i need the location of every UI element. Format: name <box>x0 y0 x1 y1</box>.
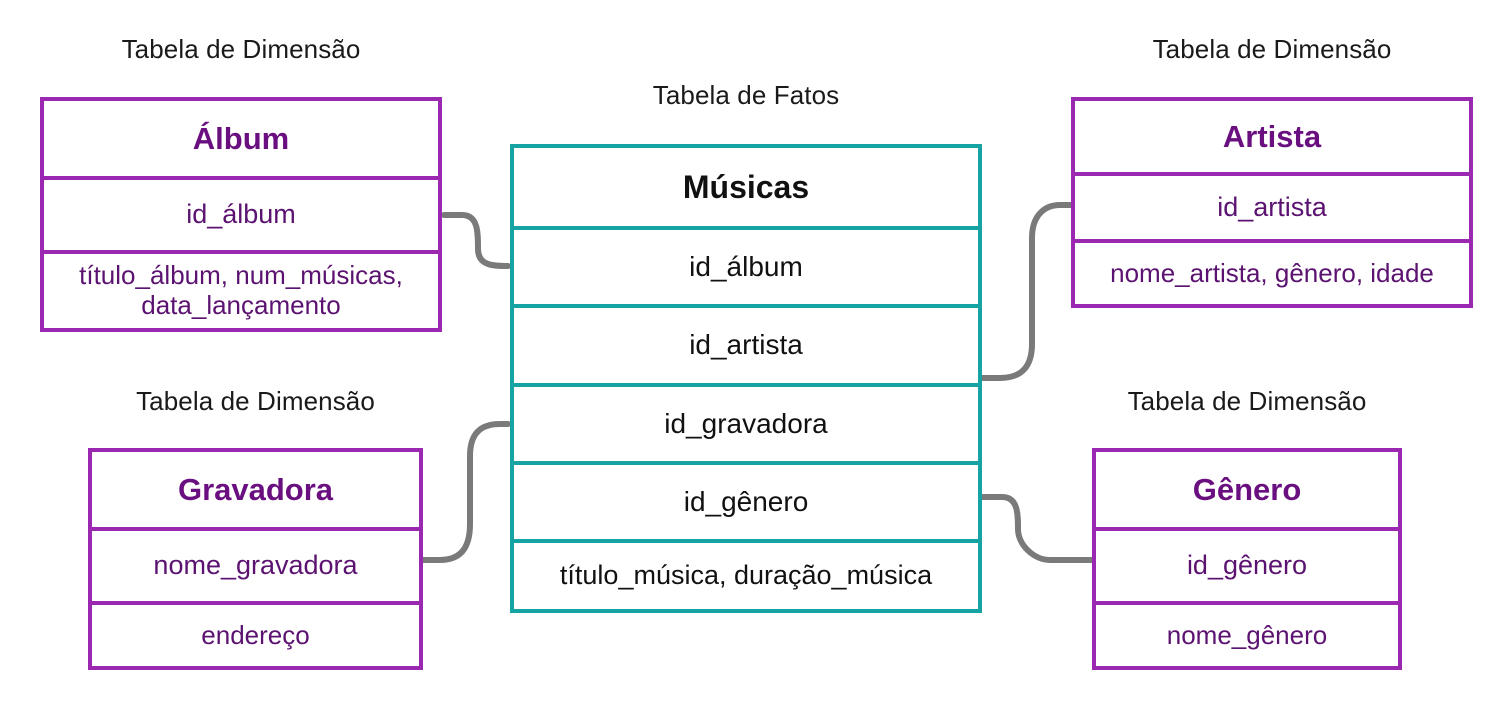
table-genero-attributes: nome_gênero <box>1096 601 1398 666</box>
caption-fact: Tabela de Fatos <box>652 80 840 110</box>
caption-artista: Tabela de Dimensão <box>1152 34 1392 64</box>
table-genero-title: Gênero <box>1192 471 1302 507</box>
caption-album: Tabela de Dimensão <box>121 34 361 64</box>
table-artista[interactable]: Artista id_artista nome_artista, gênero,… <box>1071 97 1473 308</box>
table-artista-title: Artista <box>1222 118 1322 154</box>
table-album-title: Álbum <box>192 120 290 156</box>
connector-album-musicas <box>441 212 511 269</box>
table-gravadora-title: Gravadora <box>177 471 334 507</box>
caption-gravadora: Tabela de Dimensão <box>136 386 375 416</box>
connector-gravadora-musicas <box>420 421 511 563</box>
table-album-key: id_álbum <box>44 176 438 250</box>
table-artista-attributes: nome_artista, gênero, idade <box>1075 239 1469 304</box>
table-musicas-field-id-genero: id_gênero <box>514 461 978 539</box>
caption-genero: Tabela de Dimensão <box>1127 386 1367 416</box>
table-gravadora[interactable]: Gravadora nome_gravadora endereço <box>88 448 423 670</box>
table-gravadora-key: nome_gravadora <box>92 527 419 601</box>
table-musicas-title: Músicas <box>682 168 810 205</box>
table-musicas[interactable]: Músicas id_álbum id_artista id_gravadora… <box>510 144 982 613</box>
table-gravadora-attributes: endereço <box>92 601 419 666</box>
table-musicas-field-id-gravadora: id_gravadora <box>514 383 978 461</box>
table-album[interactable]: Álbum id_álbum título_álbum, num_músicas… <box>40 97 442 332</box>
table-genero[interactable]: Gênero id_gênero nome_gênero <box>1092 448 1402 670</box>
table-genero-key: id_gênero <box>1096 527 1398 601</box>
table-artista-key: id_artista <box>1075 172 1469 239</box>
table-musicas-field-id-album: id_álbum <box>514 226 978 304</box>
connector-musicas-genero <box>979 494 1095 563</box>
table-musicas-measures: título_música, duração_música <box>514 539 978 609</box>
table-album-attributes: título_álbum, num_músicas, data_lançamen… <box>44 250 438 328</box>
connector-musicas-artista <box>979 202 1074 381</box>
table-musicas-field-id-artista: id_artista <box>514 304 978 383</box>
